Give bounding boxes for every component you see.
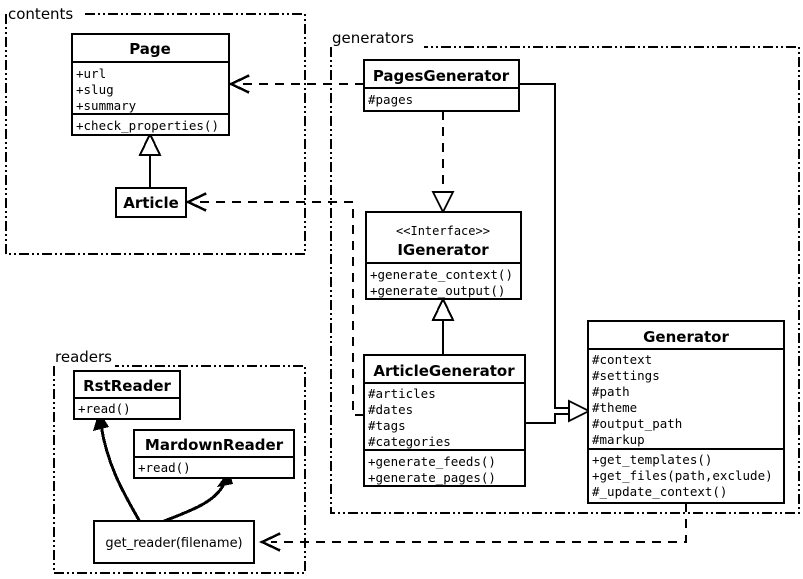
flow-curve <box>99 424 142 523</box>
class-generator[interactable]: Generator #context #settings #path #them… <box>587 320 785 504</box>
package-generators: generators <box>330 29 800 514</box>
class-mardown-reader-operation: +read() <box>138 460 191 475</box>
class-article-generator-attribute: #dates <box>368 402 413 417</box>
generalization-arrowhead <box>138 131 162 156</box>
class-page-name: Page <box>129 40 171 58</box>
package-generators-frame <box>330 46 800 514</box>
class-article-generator-attribute: #categories <box>368 434 451 449</box>
class-article-generator-operation: +generate_feeds() <box>368 454 496 469</box>
class-rst-reader[interactable]: RstReader +read() <box>73 370 181 420</box>
dependency-shaft <box>197 201 364 416</box>
class-generator-attribute: #context <box>592 352 652 367</box>
node-get-reader[interactable]: get_reader(filename) <box>93 520 255 564</box>
class-pages-generator-attribute: #pages <box>368 92 413 107</box>
class-generator-attribute: #markup <box>592 432 645 447</box>
class-generator-attribute: #output_path <box>592 416 682 431</box>
class-igenerator-name: IGenerator <box>397 241 489 259</box>
dependency-shaft <box>271 503 687 543</box>
class-article-generator-operation: +generate_pages() <box>368 470 496 485</box>
class-page-attribute: +summary <box>76 98 137 113</box>
class-pages-generator-box <box>363 59 520 112</box>
class-generator-attribute: #settings <box>592 368 660 383</box>
generalization-arrowhead <box>431 296 455 321</box>
dependency-arrowhead <box>185 192 207 212</box>
edge-pagesgenerator-realizes-igenerator <box>431 111 455 215</box>
package-contents-frame <box>5 13 306 255</box>
class-page-box <box>71 33 230 136</box>
class-page-operation: +check_properties() <box>76 118 219 133</box>
generalization-shaft <box>519 83 572 409</box>
package-readers-label: readers <box>55 348 112 366</box>
package-contents-label: contents <box>8 5 73 23</box>
edge-generator-uses-get-reader <box>259 503 687 552</box>
class-page[interactable]: Page +url +slug +summary +check_properti… <box>71 33 230 136</box>
generalization-arrowhead <box>568 399 592 423</box>
package-generators-label: generators <box>332 29 414 47</box>
class-page-attribute: +slug <box>76 82 114 97</box>
realization-arrowhead <box>431 191 455 215</box>
class-mardown-reader[interactable]: MardownReader +read() <box>133 429 295 479</box>
class-article-generator[interactable]: ArticleGenerator #articles #dates #tags … <box>363 354 526 487</box>
class-article[interactable]: Article <box>115 187 187 218</box>
class-generator-box <box>587 320 785 504</box>
edge-pagesgenerator-inherits-generator <box>519 83 572 409</box>
class-page-attribute: +url <box>76 66 106 81</box>
class-rst-reader-box <box>73 370 181 420</box>
edge-get-reader-returns-rstreader <box>93 411 142 523</box>
class-article-name: Article <box>123 194 179 212</box>
package-readers: readers <box>53 348 306 574</box>
class-igenerator-operation: +generate_output() <box>370 283 505 298</box>
class-rst-reader-name: RstReader <box>83 377 171 395</box>
class-pages-generator[interactable]: PagesGenerator #pages <box>363 59 520 112</box>
edge-articlegenerator-inherits-generator <box>525 399 592 424</box>
class-generator-operation: #_update_context() <box>592 484 727 499</box>
class-generator-operation: +get_templates() <box>592 452 712 467</box>
class-generator-attribute: #theme <box>592 400 637 415</box>
class-generator-attribute: #path <box>592 384 630 399</box>
class-article-box <box>115 187 187 218</box>
class-article-generator-name: ArticleGenerator <box>373 362 515 380</box>
class-igenerator-stereotype: <<Interface>> <box>396 224 490 238</box>
node-get-reader-label: get_reader(filename) <box>105 536 242 551</box>
class-rst-reader-operation: +read() <box>78 401 131 416</box>
class-generator-name: Generator <box>643 328 729 346</box>
class-mardown-reader-box <box>133 429 295 479</box>
class-igenerator[interactable]: <<Interface>> IGenerator +generate_conte… <box>365 211 522 300</box>
flow-curve <box>161 483 226 524</box>
edge-article-inherits-page <box>138 131 162 188</box>
class-generator-operation: +get_files(path,exclude) <box>592 468 773 483</box>
edge-articlegenerator-inherits-igenerator <box>431 296 455 355</box>
class-igenerator-operation: +generate_context() <box>370 267 513 282</box>
edge-articlegenerator-uses-article <box>185 192 364 416</box>
package-readers-frame <box>53 365 306 574</box>
class-article-generator-attribute: #tags <box>368 418 406 433</box>
class-mardown-reader-name: MardownReader <box>145 436 284 454</box>
edge-pagesgenerator-uses-page <box>228 74 364 94</box>
class-article-generator-attribute: #articles <box>368 386 436 401</box>
generalization-shaft <box>525 413 572 424</box>
dependency-arrowhead <box>259 532 281 552</box>
flow-arrowhead <box>93 411 109 431</box>
class-igenerator-box <box>365 211 522 300</box>
class-article-generator-box <box>363 354 526 487</box>
class-pages-generator-name: PagesGenerator <box>373 67 510 85</box>
package-contents: contents <box>5 5 306 255</box>
node-get-reader-box <box>93 520 255 564</box>
dependency-arrowhead <box>228 74 250 94</box>
